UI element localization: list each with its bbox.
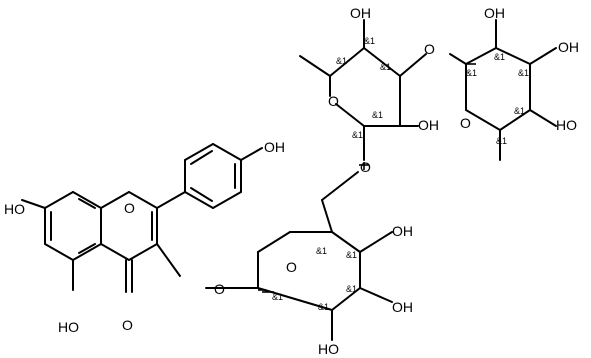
bond — [78, 243, 96, 254]
bond — [257, 231, 291, 253]
bond — [184, 191, 214, 209]
hydroxyl-5: HO — [58, 319, 79, 335]
bond — [529, 109, 557, 127]
stereo-labels: &1 &1 &1 &1 &1 &1 &1 &1 &1 &1 &1 &1 &1 &… — [272, 36, 529, 312]
bond — [359, 287, 393, 303]
bond — [495, 47, 531, 65]
bond — [335, 103, 365, 127]
bond — [212, 191, 242, 209]
bond — [359, 231, 393, 253]
linker-oxygen: O — [360, 159, 371, 175]
bond — [21, 199, 46, 209]
bond — [321, 171, 359, 201]
bond — [363, 47, 401, 77]
bond — [128, 191, 158, 209]
hydroxyl-rha1: OH — [350, 5, 371, 21]
stereo-tag: &1 — [346, 284, 357, 294]
stereo-tag: &1 — [466, 68, 477, 78]
stereo-tag: &1 — [316, 246, 327, 256]
bond — [399, 53, 427, 77]
bond — [156, 191, 186, 209]
hydroxyl-7: HO — [4, 201, 25, 217]
bond — [321, 199, 333, 233]
stereo-tag: &1 — [380, 62, 391, 72]
bond — [190, 150, 213, 165]
bond — [465, 109, 501, 131]
atom-labels: O O O O O O O O HO HO OH OH OH HO OH OH … — [4, 5, 579, 357]
hydroxyl-rha2: OH — [558, 39, 579, 55]
ring-oxygen: O — [460, 115, 471, 131]
stereo-tag: &1 — [272, 292, 283, 302]
bond — [72, 243, 102, 261]
hashed-bonds — [258, 63, 476, 293]
stereo-tag: &1 — [364, 36, 375, 46]
ether-oxygen: O — [424, 41, 435, 57]
bond — [184, 143, 214, 161]
stereo-tag: &1 — [346, 250, 357, 260]
carbonyl-oxygen: O — [122, 317, 133, 333]
bond — [100, 191, 130, 209]
bond — [72, 191, 102, 209]
hydroxyl-rha2: OH — [484, 5, 505, 21]
bond — [100, 243, 130, 261]
stereo-tag: &1 — [518, 68, 529, 78]
ring-oxygen: O — [124, 200, 135, 216]
stereo-tag: &1 — [318, 302, 329, 312]
hydroxyl-rha2: HO — [556, 117, 577, 133]
stereo-tag: &1 — [496, 136, 507, 146]
bond — [44, 191, 74, 209]
stereo-tag: &1 — [352, 130, 363, 140]
bond — [465, 47, 497, 65]
stereo-tag: &1 — [336, 56, 347, 66]
bond — [329, 47, 365, 77]
bond — [499, 109, 531, 131]
ring-oxygen: O — [286, 259, 297, 275]
bond — [44, 243, 74, 261]
bond — [156, 243, 181, 277]
bond — [128, 243, 158, 261]
hydroxyl-glc: OH — [392, 299, 413, 315]
bond — [299, 55, 331, 77]
glycosidic-oxygen: O — [214, 281, 225, 297]
bond — [449, 53, 467, 65]
hydroxyl-rha1: OH — [418, 117, 439, 133]
bond — [331, 231, 361, 253]
bond — [212, 143, 242, 161]
stereo-tag: &1 — [372, 110, 383, 120]
bond — [331, 287, 361, 311]
stereo-tag: &1 — [494, 52, 505, 62]
hydroxyl-4p: OH — [264, 139, 285, 155]
bond — [78, 198, 96, 209]
hydroxyl-glc: OH — [392, 223, 413, 239]
ring-oxygen: O — [328, 93, 339, 109]
stereo-tag: &1 — [514, 106, 525, 116]
bond — [190, 187, 213, 202]
hydroxyl-glc: HO — [318, 341, 339, 357]
bond — [240, 147, 263, 161]
bond — [529, 47, 557, 65]
